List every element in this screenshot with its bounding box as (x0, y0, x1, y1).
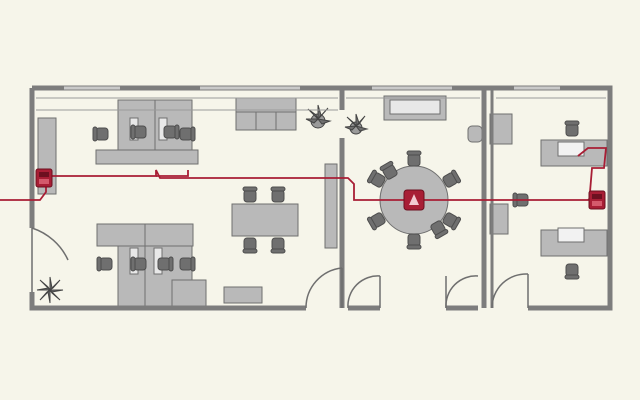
chair-icon (163, 124, 180, 140)
sideboard (223, 286, 263, 304)
network-cable (0, 147, 607, 201)
chair-icon (157, 256, 174, 272)
monitor-icon (557, 141, 585, 157)
chair-icon (564, 120, 580, 137)
potted-plant-icon (36, 276, 64, 304)
chair-icon (270, 237, 286, 254)
chair-icon (242, 237, 258, 254)
chair-icon (442, 212, 462, 231)
chair-icon (130, 124, 147, 140)
chair-icon (179, 256, 196, 272)
private-office-furniture (489, 113, 608, 257)
meeting-table (231, 203, 299, 237)
chairs (92, 120, 580, 280)
chair-icon (379, 160, 398, 180)
walls (29, 85, 613, 311)
conference-furniture (379, 95, 483, 235)
desk-phone-icon (588, 190, 606, 210)
chair-icon (406, 150, 422, 167)
chair-icon (442, 169, 462, 188)
chair-icon (406, 233, 422, 250)
chair-icon (366, 169, 386, 188)
potted-plant-icon (344, 113, 369, 135)
chair-icon (242, 186, 258, 203)
potted-plant-icon (305, 104, 332, 129)
partition-panel (324, 163, 338, 249)
waste-bin (467, 125, 483, 143)
monitor-icon (557, 227, 585, 243)
cabinet (489, 203, 509, 235)
desk-phone-icon (35, 168, 53, 188)
speakerphone-icon (403, 189, 425, 211)
chair-icon (92, 126, 109, 142)
chair-icon (179, 126, 196, 142)
chair-icon (564, 263, 580, 280)
storage-cabinets (235, 97, 297, 131)
doors (31, 227, 529, 309)
chair-icon (130, 256, 147, 272)
chair-icon (366, 212, 386, 231)
chair-icon (270, 186, 286, 203)
ceiling-lines (36, 97, 606, 111)
chair-icon (430, 220, 449, 240)
cabinet (489, 113, 513, 145)
chair-icon (96, 256, 113, 272)
